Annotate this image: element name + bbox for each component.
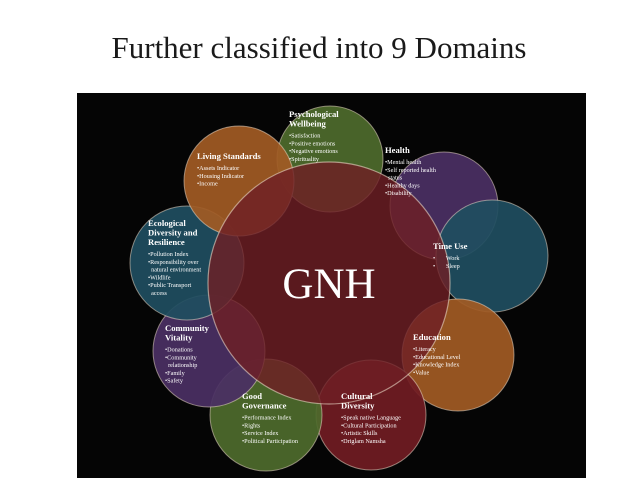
domain-item-ecological-diversity-3: •Wildlife — [148, 274, 171, 281]
domain-title-psychological-wellbeing-0: Psychological — [289, 109, 339, 119]
domain-title-time-use-0: Time Use — [433, 241, 468, 251]
domain-title-education-0: Education — [413, 332, 451, 342]
domain-title-living-standards-0: Living Standards — [197, 151, 261, 161]
domain-title-cultural-diversity-0: Cultural — [341, 391, 373, 401]
domain-item-good-governance-0: •Performance Index — [242, 415, 292, 422]
domain-title-community-vitality-0: Community — [165, 323, 210, 333]
domain-item-good-governance-3: •Political Participation — [242, 438, 298, 445]
domain-title-ecological-diversity-2: Resilience — [148, 237, 185, 247]
domain-item-psychological-wellbeing-2: •Negative emotions — [289, 148, 338, 155]
domain-health: Health •Mental health•Self reported healt… — [385, 145, 437, 197]
domain-item-education-0: •Literacy — [413, 346, 437, 353]
domain-item-health-3: •Healthy days — [385, 182, 420, 189]
domain-education: Education •Literacy•Educational Level•Kno… — [413, 332, 461, 376]
domain-title-ecological-diversity-1: Diversity and — [148, 228, 198, 238]
domain-item-ecological-diversity-2: natural environment — [148, 267, 201, 274]
domain-item-living-standards-0: •Assets Indicator — [197, 165, 239, 172]
domain-item-ecological-diversity-4: •Public Transport — [148, 282, 192, 289]
domain-item-health-4: •Disability — [385, 190, 412, 197]
domain-item-ecological-diversity-5: access — [148, 290, 167, 297]
domain-item-good-governance-1: •Rights — [242, 422, 261, 429]
domain-title-health-0: Health — [385, 145, 410, 155]
domain-item-cultural-diversity-1: •Cultural Participation — [341, 422, 397, 429]
domain-title-psychological-wellbeing-1: Wellbeing — [289, 119, 326, 129]
domain-item-health-2: status — [385, 175, 403, 182]
domain-item-psychological-wellbeing-1: •Positive emotions — [289, 140, 336, 147]
domain-item-living-standards-1: •Housing Indicator — [197, 173, 244, 180]
domain-title-cultural-diversity-1: Diversity — [341, 401, 375, 411]
domain-item-cultural-diversity-2: •Artistic Skills — [341, 430, 378, 437]
domain-item-community-vitality-4: •Safety — [165, 378, 184, 385]
domain-item-cultural-diversity-3: •Driglam Namsha — [341, 438, 386, 445]
domain-title-community-vitality-1: Vitality — [165, 333, 193, 343]
domain-item-time-use-1: • Sleep — [433, 263, 460, 270]
gnh-center-circle — [207, 161, 451, 405]
domain-item-ecological-diversity-0: •Pollution Index — [148, 251, 189, 258]
slide-title: Further classified into 9 Domains — [111, 30, 527, 65]
domain-item-education-1: •Educational Level — [413, 354, 461, 361]
domain-item-health-0: •Mental health — [385, 159, 422, 166]
domain-living-standards: Living Standards •Assets Indicator•Housin… — [197, 151, 261, 188]
domain-item-community-vitality-0: •Donations — [165, 347, 193, 354]
domain-item-ecological-diversity-1: •Responsibility over — [148, 259, 198, 266]
domain-item-health-1: •Self reported health — [385, 167, 437, 174]
domain-item-education-2: •Knowledge Index — [413, 362, 460, 369]
domain-time-use: Time Use • Work• Sleep — [433, 241, 468, 270]
domain-item-psychological-wellbeing-0: •Satisfaction — [289, 133, 320, 140]
domain-title-good-governance-1: Governance — [242, 401, 287, 411]
domain-item-education-3: •Value — [413, 369, 430, 376]
domain-item-living-standards-2: •Income — [197, 181, 218, 188]
domain-title-ecological-diversity-0: Ecological — [148, 218, 186, 228]
gnh-domains-diagram: GNHPsychologicalWellbeing•Satisfaction•P… — [129, 105, 549, 472]
domain-item-community-vitality-1: •Community — [165, 354, 198, 361]
domain-item-cultural-diversity-0: •Speak native Language — [341, 415, 401, 422]
domain-title-good-governance-0: Good — [242, 391, 262, 401]
domain-item-psychological-wellbeing-3: •Spirituality — [289, 156, 320, 163]
domain-item-community-vitality-2: relationship — [165, 362, 197, 369]
domain-item-community-vitality-3: •Family — [165, 370, 186, 377]
domain-item-good-governance-2: •Service Index — [242, 430, 279, 437]
domain-item-time-use-0: • Work — [433, 255, 460, 262]
gnh-center-label: GNH — [282, 261, 375, 308]
